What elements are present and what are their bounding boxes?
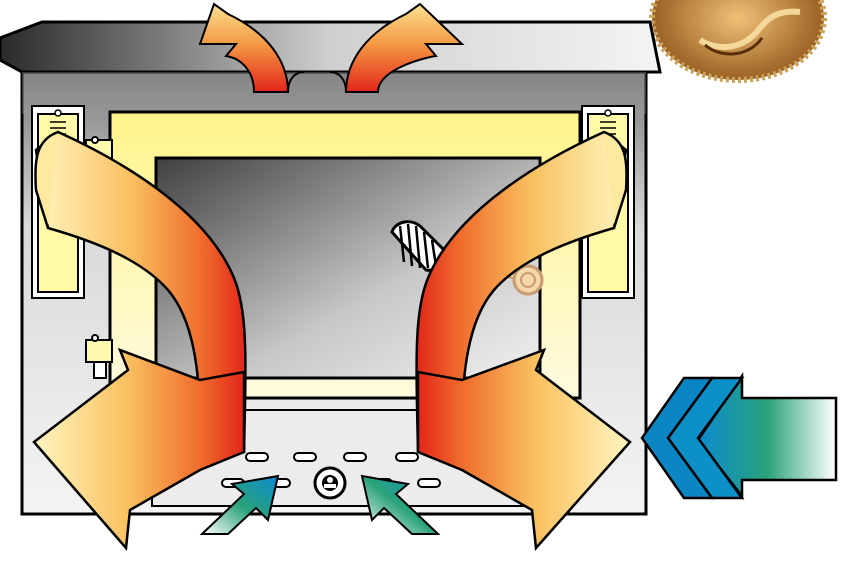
stove-top-lid [0,20,662,74]
damper-knob-icon[interactable] [313,466,347,500]
hot-air-arrow-right [416,347,632,551]
logo-seal [649,0,827,83]
hot-air-exhaust-arrow-right [344,2,465,93]
hot-air-exhaust-arrow-left [198,2,290,93]
cool-air-intake-arrow-left [199,474,280,535]
cool-air-intake-arrows-right [640,371,838,500]
hot-air-arrow-left [32,347,246,551]
cool-air-intake-arrow-right [360,474,441,535]
